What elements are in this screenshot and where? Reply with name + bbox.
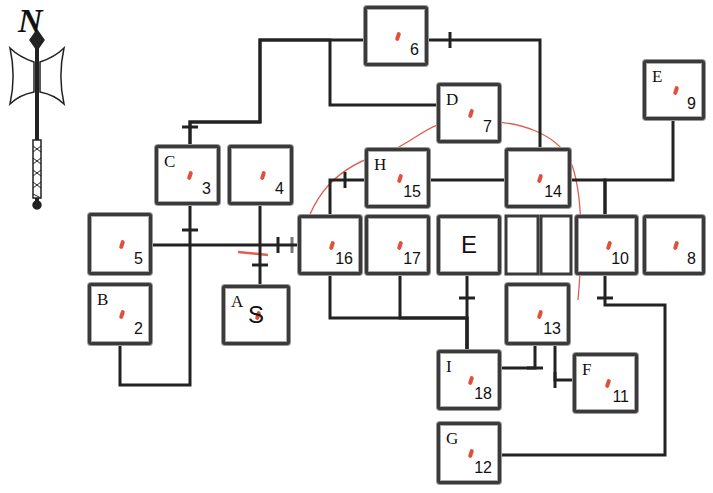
room-number: 8 [687,251,696,267]
dungeon-room: 17 [365,215,430,275]
room-letter: A [231,293,243,310]
corridor [555,345,573,380]
compass-north: N [18,2,43,40]
dungeon-room: 13 [505,283,570,345]
room-letter: E [652,68,662,85]
room-number: 10 [611,251,629,267]
dungeon-room: 6 [364,6,428,66]
room-number: S [225,303,287,327]
empty-cell [506,216,538,274]
red-mark [329,240,336,250]
room-number: 12 [474,460,492,476]
red-mark [537,173,544,183]
corridor [330,275,467,350]
dungeon-room: 8 [643,215,705,275]
corridor [259,205,262,285]
dungeon-room: 10 [575,215,638,275]
red-mark [673,240,680,250]
room-number: 9 [687,96,696,112]
red-mark [673,85,680,95]
room-number: 2 [134,321,143,337]
corridor [571,180,605,215]
room-letter: B [97,291,108,308]
red-stroke [238,252,268,255]
empty-cell [541,216,571,274]
red-mark [396,173,403,183]
room-number: 17 [403,251,421,267]
corridor [152,244,298,247]
room-letter: F [582,361,591,378]
room-number: 13 [543,321,561,337]
room-letter: I [446,358,452,375]
dungeon-room: C3 [155,145,220,205]
dungeon-room: 5 [88,213,152,275]
room-number: 15 [403,184,421,200]
corridor [466,275,469,350]
room-number: 16 [335,251,353,267]
room-number: 6 [410,42,419,58]
red-mark [395,31,402,41]
room-letter: D [446,91,458,108]
door-marks [182,32,613,388]
room-letter: C [164,153,175,170]
red-mark [396,240,403,250]
dungeon-room: E [437,215,501,275]
room-number: 5 [134,251,143,267]
room-number: 7 [483,119,492,135]
room-number: 3 [202,181,211,197]
red-mark [259,170,266,180]
red-mark [468,375,475,385]
dungeon-room: F 11 [573,353,638,413]
corridor [428,40,540,148]
corridor [430,179,505,182]
dungeon-room: AS [222,285,290,345]
corridor [190,40,364,145]
room-number: 11 [612,389,629,405]
dungeon-room: B2 [88,283,152,345]
room-number: E [440,233,498,257]
room-letter: H [374,156,386,173]
red-mark [119,309,126,319]
red-mark [468,108,475,118]
red-mark [119,239,126,249]
dungeon-room: 14 [505,148,571,208]
dungeon-room: D7 [437,83,501,143]
corridor [501,275,665,455]
corridor [330,180,365,215]
red-mark [536,309,543,319]
room-number: 4 [275,181,284,197]
room-number: 14 [544,184,562,200]
dungeon-room: E9 [643,60,705,120]
room-letter: G [446,430,458,447]
dungeon-room: H 15 [365,148,430,208]
red-mark [604,378,611,388]
dungeon-room: I 18 [437,350,501,410]
room-number: 18 [474,386,492,402]
red-mark [468,448,475,458]
axe-compass [10,30,64,209]
corridor [400,275,467,350]
corridor [501,345,535,368]
dungeon-room: G 12 [437,422,501,484]
corridor [605,120,673,215]
dungeon-room: 4 [228,145,293,205]
red-mark [605,240,612,250]
dungeon-room: 16 [298,215,362,275]
red-mark [186,170,193,180]
